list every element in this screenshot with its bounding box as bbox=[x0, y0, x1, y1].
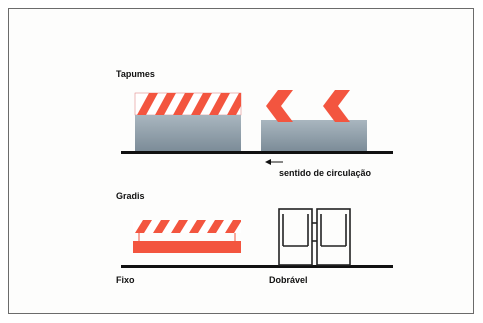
chevron-left-icon bbox=[323, 90, 350, 122]
ground-line-bottom bbox=[121, 265, 393, 268]
directional-hoarding bbox=[261, 90, 367, 151]
illustration bbox=[121, 90, 393, 268]
arrow-left-icon bbox=[265, 159, 283, 165]
fixed-hoarding bbox=[134, 92, 242, 151]
folding-barrier bbox=[278, 208, 351, 266]
chevron-left-icon bbox=[266, 90, 293, 122]
label-dobravel: Dobrável bbox=[269, 275, 308, 285]
label-tapumes: Tapumes bbox=[116, 69, 155, 79]
label-gradis: Gradis bbox=[116, 191, 145, 201]
fixed-barrier bbox=[133, 220, 241, 253]
label-fixo: Fixo bbox=[116, 275, 135, 285]
figure-frame: Tapumes sentido de circulação Gradis Fix… bbox=[8, 8, 474, 314]
label-direction: sentido de circulação bbox=[279, 168, 372, 178]
ground-line-top bbox=[121, 151, 393, 154]
